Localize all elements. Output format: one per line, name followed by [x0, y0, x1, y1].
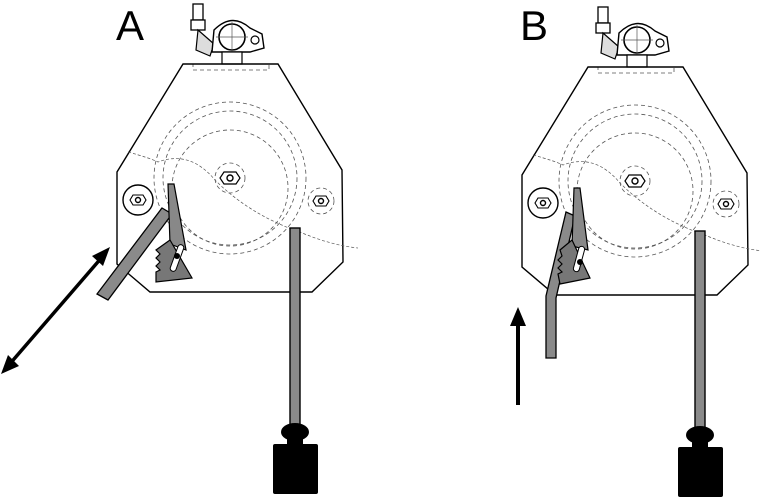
panel-a: A: [1, 2, 359, 495]
up-arrow-icon: [510, 307, 526, 405]
pawl-b: [557, 187, 591, 285]
pawl-a: [155, 183, 193, 283]
panel-b-label: B: [520, 2, 548, 49]
double-arrow-icon: [1, 247, 110, 374]
panel-a-label: A: [116, 2, 144, 49]
free-rope-b: [545, 211, 576, 359]
panel-b: B: [510, 2, 760, 498]
